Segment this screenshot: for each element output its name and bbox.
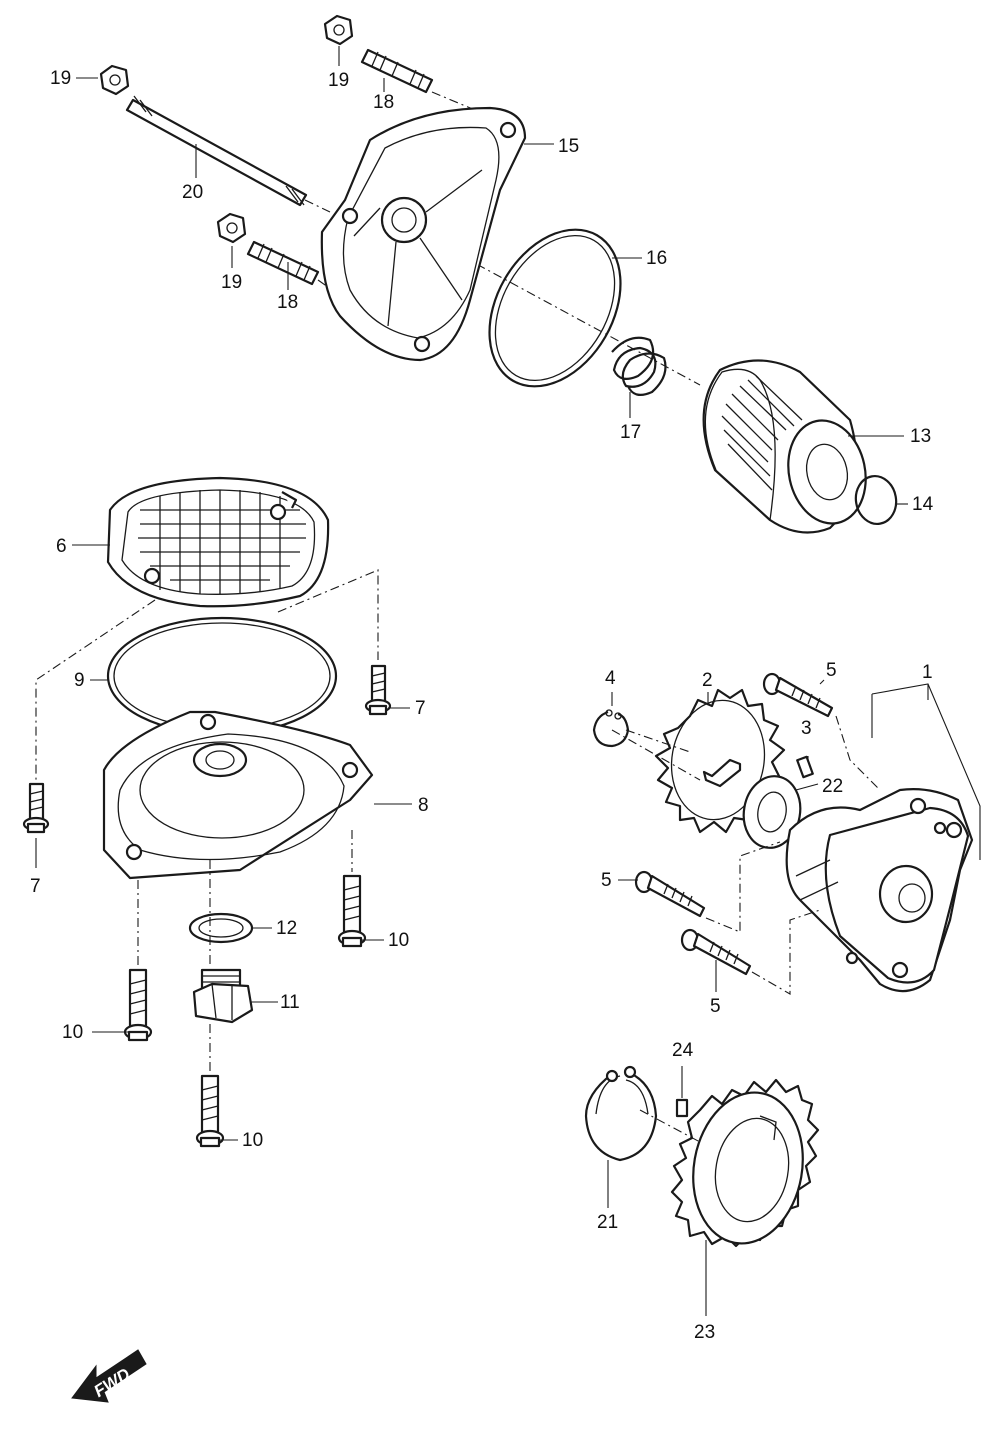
callout-10-right: 10 <box>388 930 409 951</box>
filter-spring <box>611 336 667 397</box>
callout-15: 15 <box>558 136 579 157</box>
pump-screw-middle <box>634 870 706 918</box>
hex-nut-middle <box>216 212 247 244</box>
callout-21: 21 <box>597 1212 618 1233</box>
short-stud-top <box>360 48 434 94</box>
strainer-screen <box>106 476 330 608</box>
callout-18-top: 18 <box>373 92 394 113</box>
callout-2: 2 <box>702 670 713 691</box>
callout-18-bottom: 18 <box>277 292 298 313</box>
callout-7-left: 7 <box>30 876 41 897</box>
oil-pump-body <box>785 788 974 993</box>
filter-cover <box>320 106 527 362</box>
callout-20: 20 <box>182 182 203 203</box>
callout-19-middle: 19 <box>221 272 242 293</box>
cover-screw-right <box>364 664 392 716</box>
callout-6: 6 <box>56 536 67 557</box>
callout-24: 24 <box>672 1040 694 1061</box>
cover-o-ring <box>488 228 622 388</box>
gear-pin <box>675 1098 689 1118</box>
callout-16: 16 <box>646 248 667 269</box>
flange-bolt-right <box>337 874 367 948</box>
drain-bolt-washer <box>188 912 254 944</box>
pump-driven-gear <box>670 1078 820 1248</box>
drain-bolt <box>192 968 254 1024</box>
callout-10-left: 10 <box>62 1022 83 1043</box>
cover-screw-left <box>22 782 50 834</box>
callout-3: 3 <box>801 718 812 739</box>
callout-4: 4 <box>605 668 616 689</box>
pump-screw-bottom <box>680 928 752 976</box>
strainer-cover <box>102 710 374 880</box>
callout-9: 9 <box>74 670 85 691</box>
callout-11: 11 <box>280 992 300 1013</box>
callout-19-top: 19 <box>328 70 349 91</box>
callout-17: 17 <box>620 422 641 443</box>
flange-bolt-left <box>123 968 153 1042</box>
callout-5-middle: 5 <box>601 870 612 891</box>
callout-22: 22 <box>822 776 843 797</box>
pump-washer <box>742 775 802 849</box>
callout-7-right: 7 <box>415 698 426 719</box>
forward-direction-arrow: FWD <box>71 1349 147 1403</box>
callout-23: 23 <box>694 1322 715 1343</box>
flange-bolt-bottom <box>195 1074 225 1148</box>
hex-nut-top <box>323 14 354 46</box>
callout-19-top-left: 19 <box>50 68 71 89</box>
callout-13: 13 <box>910 426 931 447</box>
callout-5-bottom: 5 <box>710 996 721 1017</box>
hex-nut-top-left <box>99 64 130 96</box>
callout-5-top: 5 <box>826 660 837 681</box>
filter-o-ring <box>854 475 898 525</box>
pump-screw-top <box>762 672 834 718</box>
callout-8: 8 <box>418 795 429 816</box>
pump-pin <box>796 755 814 779</box>
callout-14: 14 <box>912 494 934 515</box>
small-circlip <box>592 710 630 748</box>
short-stud-bottom <box>246 240 320 286</box>
long-stud-bolt <box>125 95 308 207</box>
callout-10-bottom: 10 <box>242 1130 263 1151</box>
callout-12: 12 <box>276 918 297 939</box>
callout-1: 1 <box>922 662 933 683</box>
large-circlip <box>584 1073 658 1162</box>
oil-filter <box>702 359 867 534</box>
